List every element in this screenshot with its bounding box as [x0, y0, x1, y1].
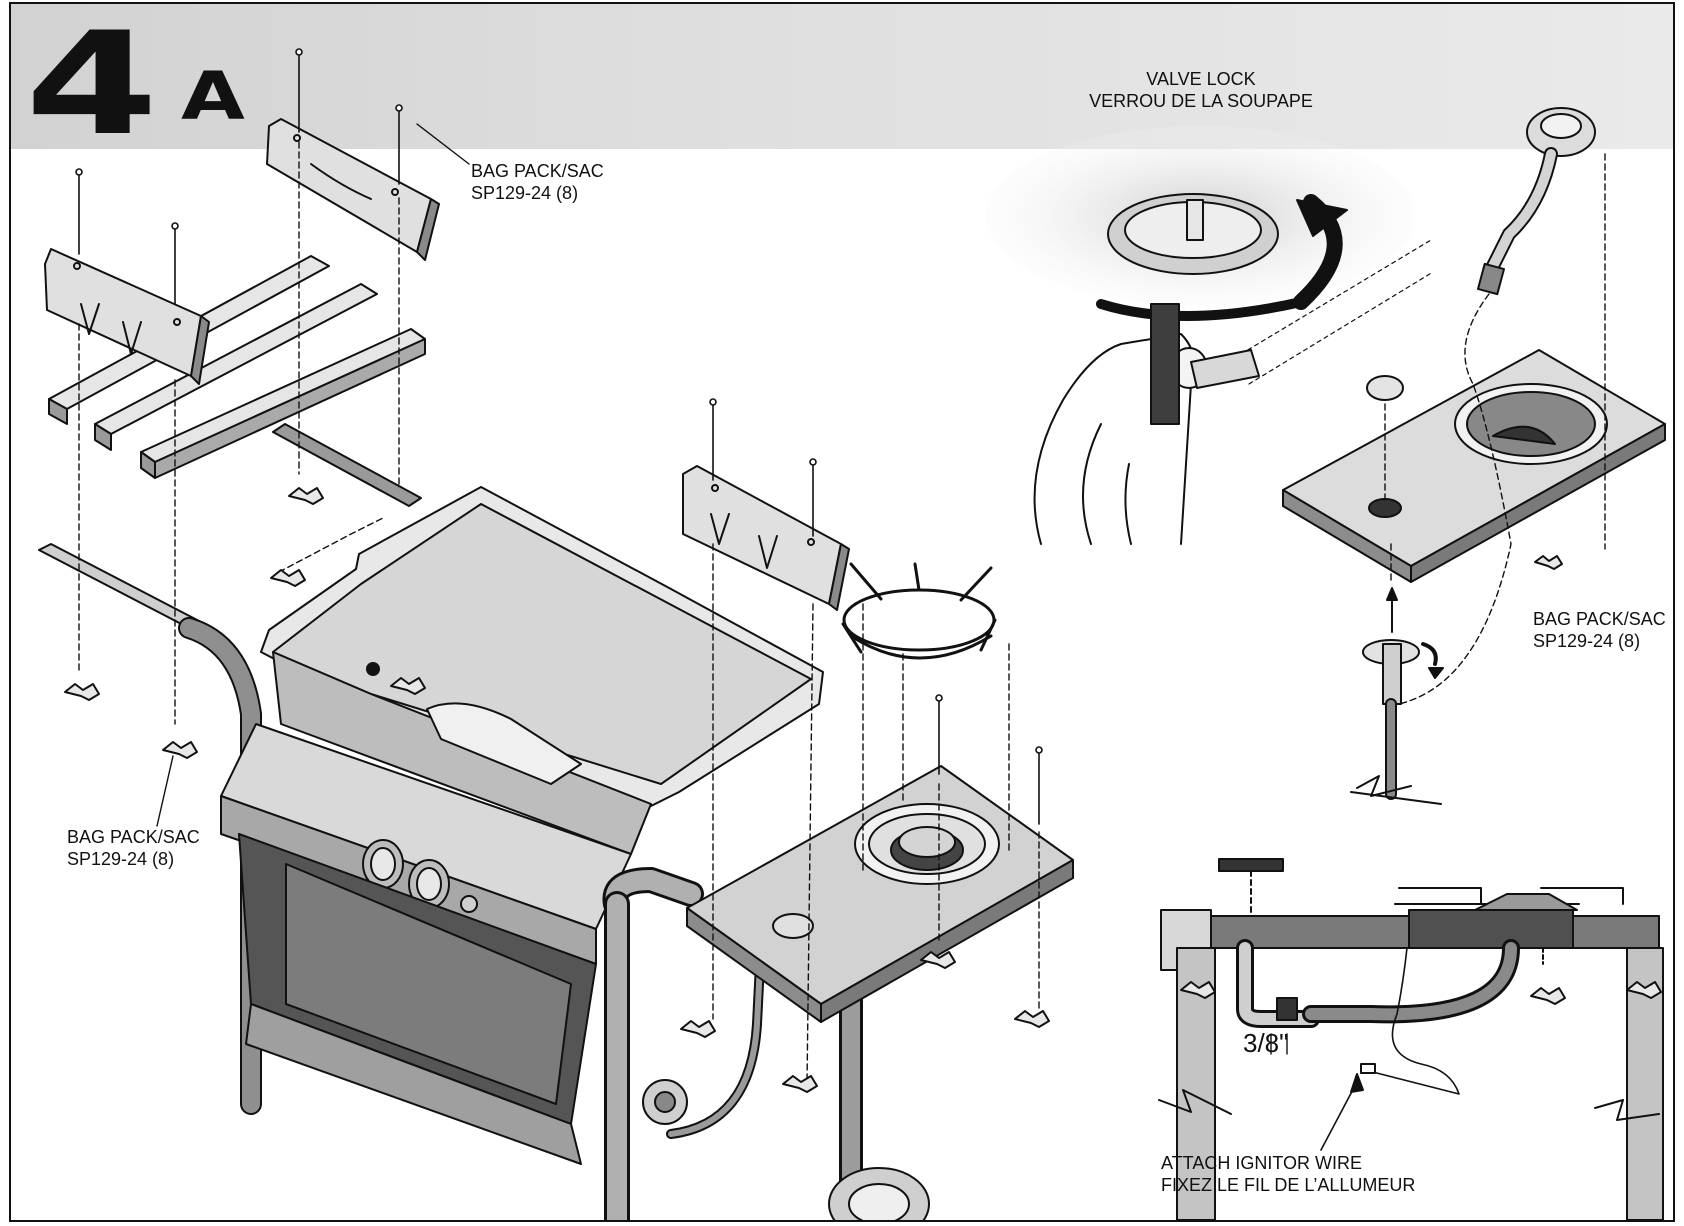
assembly-illustration [38, 48, 1666, 1220]
left-shelf-screws [75, 168, 179, 305]
bag-pack-label-top-line2: SP129-24 (8) [471, 183, 579, 203]
valve-lock-label: VALVE LOCK VERROU DE LA SOUPAPE [1081, 68, 1321, 112]
bag-pack-label-right-line2: SP129-24 (8) [1533, 631, 1641, 651]
control-knob-right [408, 859, 450, 909]
bag-pack-label-left: BAG PACK/SAC SP129-24 (8) [67, 826, 200, 870]
ignitor-wire-label: ATTACH IGNITOR WIRE FIXEZ LE FIL DE L’AL… [1161, 1152, 1415, 1196]
detail-dashed-lines [1384, 153, 1606, 705]
bag-pack-label-right-line1: BAG PACK/SAC [1533, 609, 1666, 629]
instruction-panel: 4 A BAG PACK/SAC SP129-24 (8) BAG PACK/S… [9, 2, 1675, 1222]
valve-lock-detail [986, 126, 1434, 545]
side-burner-shelf [686, 765, 1074, 1023]
right-shelf-screws [709, 398, 1043, 825]
left-frame-tube [38, 543, 262, 1115]
right-shelf-bracket [682, 465, 850, 611]
bag-pack-label-left-line2: SP129-24 (8) [67, 849, 175, 869]
valve-lock-label-line2: VERROU DE LA SOUPAPE [1089, 91, 1313, 111]
left-shelf-bracket [44, 248, 210, 385]
bag-pack-label-right: BAG PACK/SAC SP129-24 (8) [1533, 608, 1666, 652]
back-rail [272, 423, 422, 507]
burner-grate [841, 562, 997, 660]
valve-lock-label-line1: VALVE LOCK [1146, 69, 1256, 89]
top-bracket [266, 118, 440, 261]
ignitor-wire-label-line1: ATTACH IGNITOR WIRE [1161, 1153, 1362, 1173]
wing-nuts [64, 487, 1050, 1093]
measurement-label: 3/8" [1243, 1028, 1289, 1058]
ignitor-button [460, 895, 478, 913]
burner-head-detail [1476, 107, 1596, 296]
detail-wing-nut [1534, 555, 1563, 570]
leader-lines [156, 123, 470, 827]
top-bracket-screws [295, 48, 403, 185]
ignitor-cross-section [1158, 858, 1664, 1220]
bag-pack-label-left-line1: BAG PACK/SAC [67, 827, 200, 847]
right-cart-leg [602, 867, 863, 1220]
step-number: 4 [25, 2, 158, 167]
cart-wheel [828, 1167, 930, 1220]
control-knob-left [362, 839, 404, 889]
ignitor-wing-nuts [1180, 981, 1662, 1005]
alignment-lines [78, 141, 1040, 1085]
valve-assembly-small [1350, 587, 1444, 805]
bag-pack-label-top: BAG PACK/SAC SP129-24 (8) [471, 160, 604, 204]
step-letter: A [181, 58, 245, 135]
grill-firebox [260, 486, 824, 855]
ignitor-wire-label-line2: FIXEZ LE FIL DE L’ALLUMEUR [1161, 1175, 1416, 1195]
shelf-panel-detail [1282, 349, 1666, 583]
regulator-hose [642, 899, 768, 1139]
grill-cabinet [238, 833, 597, 1165]
bag-pack-label-top-line1: BAG PACK/SAC [471, 161, 604, 181]
